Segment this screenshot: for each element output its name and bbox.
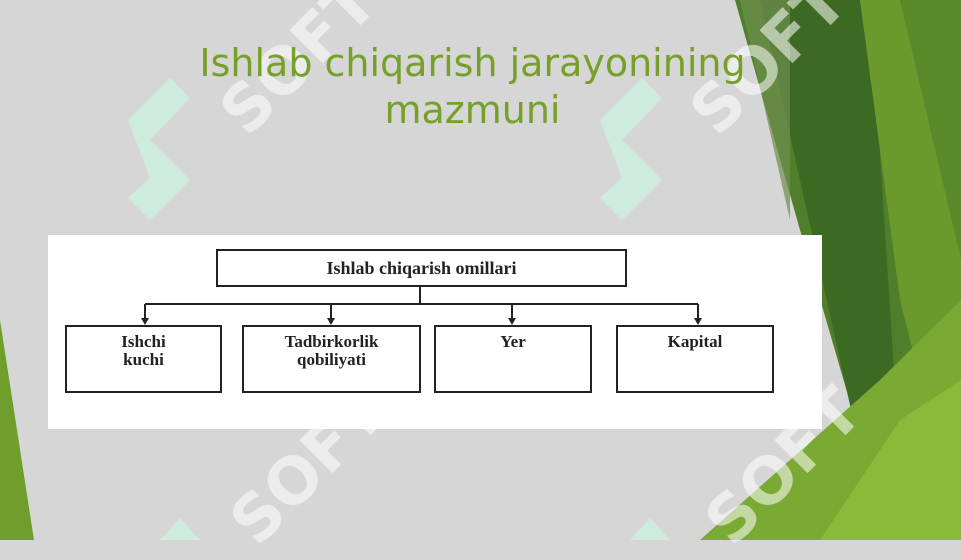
arrow-head xyxy=(141,318,149,325)
node-label-line-1: Tadbirkorlik xyxy=(284,332,379,351)
root-node-label: Ishlab chiqarish omillari xyxy=(326,258,517,278)
node-tadbirkorlik-qobiliyati: Tadbirkorlik qobiliyati xyxy=(242,325,421,393)
node-label-line-1: Ishchi xyxy=(121,332,166,351)
slide-title: Ishlab chiqarish jarayonining mazmuni xyxy=(120,40,825,134)
node-label-line-2: qobiliyati xyxy=(297,350,366,369)
node-kapital: Kapital xyxy=(616,325,774,393)
connector-lines xyxy=(141,287,702,325)
node-label-line-1: Yer xyxy=(500,332,526,351)
org-diagram: Ishlab chiqarish omillari Ishchi kuchi T… xyxy=(48,235,822,429)
root-node: Ishlab chiqarish omillari xyxy=(216,249,627,287)
arrow-head xyxy=(508,318,516,325)
arrow-head xyxy=(694,318,702,325)
slide-title-line-1: Ishlab chiqarish jarayonining xyxy=(199,41,746,85)
node-label-line-2: kuchi xyxy=(123,350,164,369)
node-ishchi-kuchi: Ishchi kuchi xyxy=(65,325,222,393)
arrow-head xyxy=(327,318,335,325)
node-yer: Yer xyxy=(434,325,592,393)
node-label-line-1: Kapital xyxy=(667,332,723,351)
slide-title-line-2: mazmuni xyxy=(384,88,561,132)
